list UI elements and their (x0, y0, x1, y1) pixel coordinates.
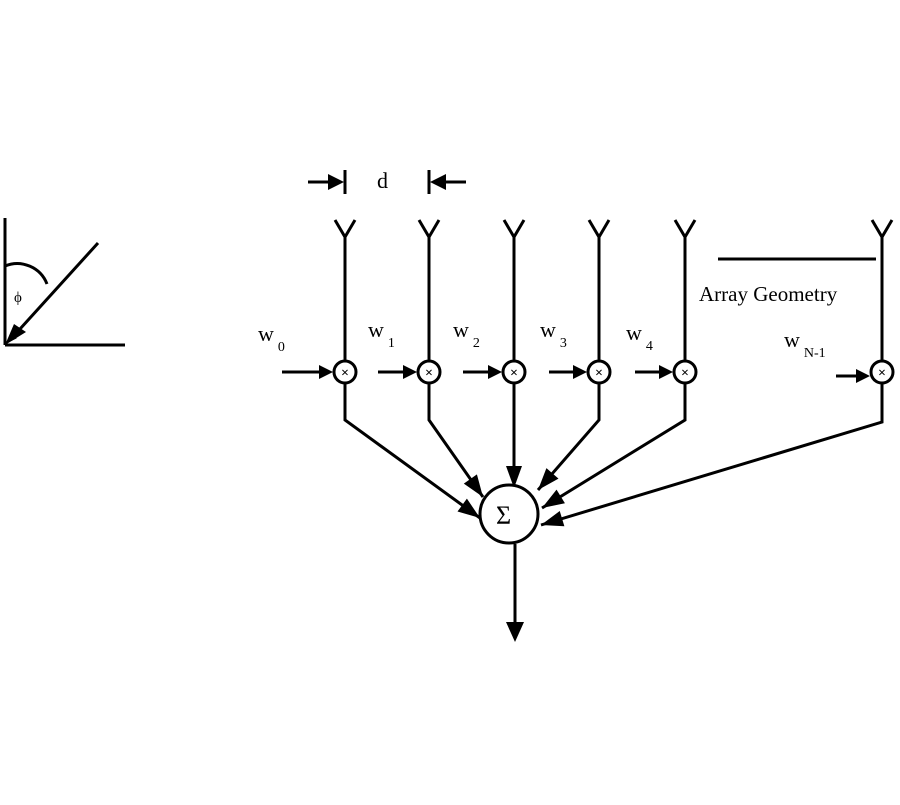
multiplier-symbol: × (341, 366, 349, 381)
weight-index: 3 (560, 336, 567, 351)
multiplier-symbol: × (878, 366, 886, 381)
array-element-4: × w4 (541, 219, 698, 510)
combiner-line (536, 383, 601, 491)
angle-phi-label: ϕ (14, 290, 22, 306)
weight-input-arrowhead (573, 365, 587, 379)
combiner-line (540, 383, 884, 527)
weight-index: 1 (388, 336, 395, 351)
array-element-1: × w1 (368, 219, 485, 498)
array-element-2: × w2 (453, 219, 527, 488)
weight-input-arrowhead (403, 365, 417, 379)
multiplier-symbol: × (681, 366, 689, 381)
angle-of-arrival-inset (3, 218, 125, 347)
weight-label-5: wN-1 (784, 327, 826, 361)
combiner-arrowhead (463, 474, 483, 497)
multiplier-symbol: × (595, 366, 603, 381)
weight-input-arrowhead (659, 365, 673, 379)
multiplier-symbol: × (510, 366, 518, 381)
combiner-arrowhead (506, 466, 522, 488)
antenna-elements: × w0 × w1 × w2 × w3 × w4 × wN-1 (258, 219, 895, 527)
spacing-label: d (377, 168, 388, 193)
weight-input-arrowhead (488, 365, 502, 379)
weight-input-arrowhead (319, 365, 333, 379)
weight-label-2: w2 (453, 317, 480, 351)
multiplier-symbol: × (425, 366, 433, 381)
antenna-icon (333, 219, 357, 240)
antenna-icon (417, 219, 441, 240)
weight-label-0: w0 (258, 321, 285, 355)
combiner-arrowhead (541, 510, 565, 527)
spacing-arrow-right-head (430, 174, 446, 190)
spacing-arrow-left-head (328, 174, 344, 190)
antenna-icon (673, 219, 697, 240)
antenna-icon (587, 219, 611, 240)
array-element-3: × w3 (536, 219, 612, 491)
summing-junction (478, 483, 540, 545)
angle-arc (4, 262, 49, 285)
combiner-arrowhead (538, 468, 559, 490)
incident-wave-arrow (8, 241, 100, 342)
combiner-arrowhead (457, 498, 480, 518)
incident-arrowhead-fill (5, 324, 26, 345)
weight-index: 0 (278, 340, 285, 355)
weight-label-3: w3 (540, 317, 567, 351)
summing-symbol: Σ (496, 501, 511, 530)
combiner-line (427, 383, 485, 498)
antenna-icon (870, 219, 894, 240)
array-geometry-label: Array Geometry (699, 282, 838, 306)
weight-label-1: w1 (368, 317, 395, 351)
weight-input-arrowhead (856, 369, 870, 383)
weight-index: 2 (473, 336, 480, 351)
antenna-icon (502, 219, 526, 240)
array-element-0: × w0 (258, 219, 481, 520)
element-spacing-dimension (308, 170, 466, 194)
combiner-arrowhead (542, 489, 565, 508)
weight-index: 4 (646, 339, 653, 354)
combiner-line (343, 383, 481, 520)
combiner-line (541, 383, 687, 510)
output-arrowhead (506, 622, 524, 642)
weight-label-4: w4 (626, 320, 653, 354)
weight-index: N-1 (804, 346, 826, 361)
